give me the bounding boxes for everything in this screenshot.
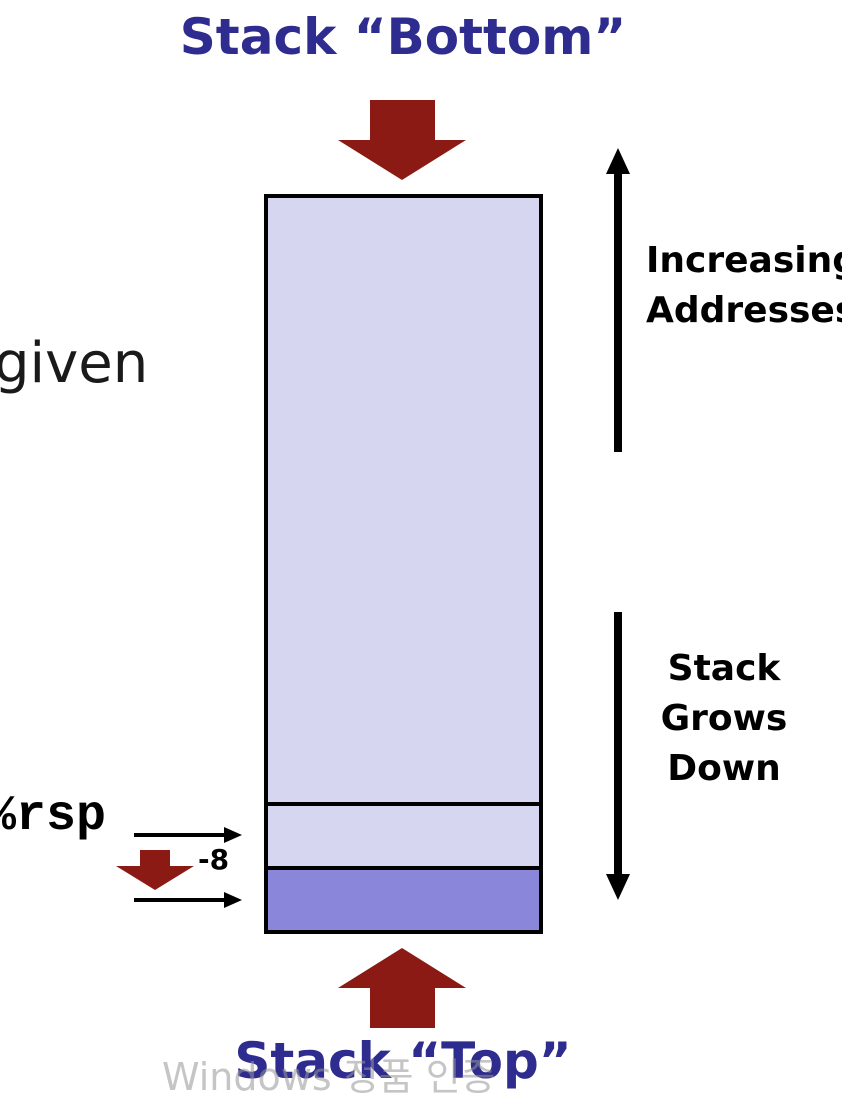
stack-bottom-title: Stack “Bottom” [179,8,627,66]
windows-activation-watermark: Windows 정품 인증 [162,1055,496,1099]
increasing-addresses-label: Increasing Addresses [646,236,842,336]
rsp-old-pointer-head [224,827,242,843]
grows-label-line2: Grows [660,698,788,739]
stack-grows-down-label: Stack Grows Down [648,644,800,794]
rsp-new-pointer-head [224,892,242,908]
grows-label-line3: Down [667,748,781,789]
stack-body [264,194,543,870]
decrement-arrow [116,850,194,890]
stack-top-title: Stack “Top” [234,1032,572,1090]
grows-label-line1: Stack [667,648,781,689]
grows-down-arrowhead [606,874,630,900]
decrement-label: -8 [198,843,230,876]
partial-body-text: given [0,331,149,396]
bottom-down-arrow [338,100,466,180]
top-up-arrow [338,948,466,1028]
increasing-label-line1: Increasing [646,240,842,281]
increasing-label-line2: Addresses [646,290,842,331]
increasing-addresses-arrowhead [606,148,630,174]
rsp-register-label: %rsp [0,788,107,845]
stack-new-top-slot [264,866,543,934]
